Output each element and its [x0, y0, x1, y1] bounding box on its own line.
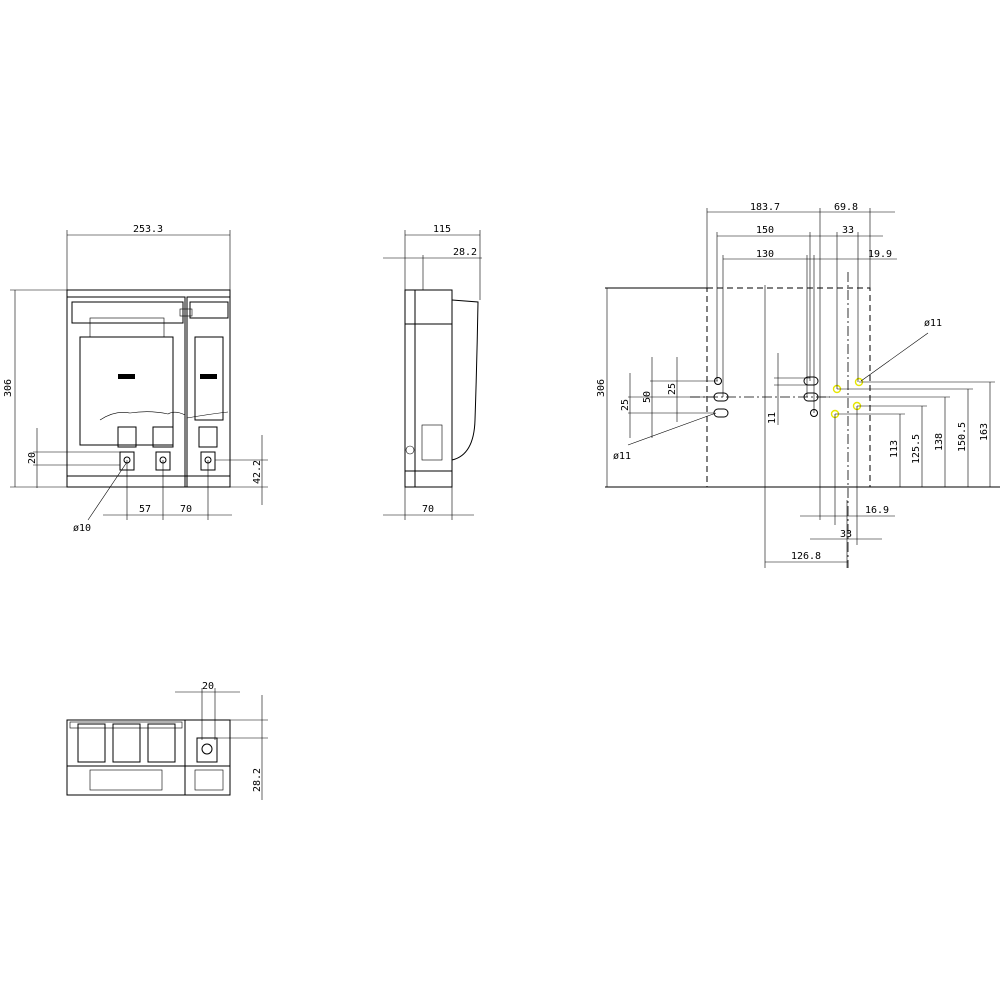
terminal [112, 723, 141, 763]
dim-138: 138 [934, 433, 945, 451]
mounting-slot [803, 376, 819, 386]
dim-19-9: 19.9 [868, 249, 892, 260]
dim-130: 130 [756, 249, 774, 260]
side-view: 115 28.2 70 [383, 224, 482, 520]
mounting-view: 183.7 69.8 150 33 130 19.9 306 25 50 25 … [596, 202, 1000, 568]
offset-dim: 28.2 [453, 247, 477, 258]
dim-42-2: 42.2 [252, 460, 263, 484]
hole-diameter: ø10 [73, 523, 91, 534]
front-view: 253.3 306 20 42.2 57 70 ø10 [3, 224, 268, 534]
dim-126-8: 126.8 [791, 551, 821, 562]
width-dim: 253.3 [133, 224, 163, 235]
dim-69-8: 69.8 [834, 202, 858, 213]
depth-dim: 115 [433, 224, 451, 235]
mounting-slot [803, 392, 819, 402]
dim-150-5: 150.5 [957, 422, 968, 452]
base-dim: 70 [422, 504, 434, 515]
dim-25-a: 25 [620, 399, 631, 411]
dim-33-bottom: 33 [840, 529, 852, 540]
hole-dia-right: ø11 [924, 318, 942, 329]
hole-dia-left: ø11 [613, 451, 631, 462]
dim-113: 113 [889, 440, 900, 458]
dim-70: 70 [180, 504, 192, 515]
height-dim: 306 [596, 379, 607, 397]
dim-125-5: 125.5 [911, 434, 922, 464]
terminal [147, 723, 176, 763]
dim-50: 50 [642, 391, 653, 403]
bottom-view: 20 28.2 [66, 681, 268, 800]
dim-183-7: 183.7 [750, 202, 780, 213]
dim-28-2: 28.2 [252, 768, 263, 792]
dim-163: 163 [979, 423, 990, 441]
dim-16-9: 16.9 [865, 505, 889, 516]
dim-33-top: 33 [842, 225, 854, 236]
dim-150: 150 [756, 225, 774, 236]
dim-25-b: 25 [667, 383, 678, 395]
terminal [77, 723, 106, 763]
dim-11: 11 [767, 412, 778, 424]
mounting-slot [713, 408, 729, 418]
dim-20: 20 [27, 452, 38, 464]
height-dim: 306 [3, 379, 14, 397]
dim-57: 57 [139, 504, 151, 515]
dim-20: 20 [202, 681, 214, 692]
